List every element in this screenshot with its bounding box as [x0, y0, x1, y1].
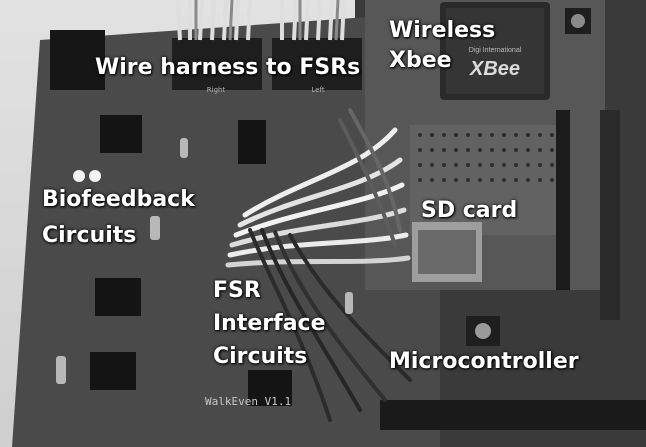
board-silkscreen: WalkEven V1.1: [205, 395, 291, 408]
proto-holes: [418, 133, 554, 182]
ic-fsr-bottom: [248, 370, 292, 406]
header-right: [172, 38, 262, 90]
led-indicators: [73, 170, 101, 182]
shield-header-right: [556, 110, 570, 290]
label-fsr-line-2: Interface: [213, 311, 326, 336]
label-biofeedback-circuits: Biofeedback Circuits: [42, 182, 195, 254]
arduino-header-right: [600, 110, 620, 320]
ic-biofeedback-mid: [95, 278, 141, 316]
label-microcontroller: Microcontroller: [389, 349, 579, 374]
power-jack: [50, 30, 105, 90]
label-fsr-line-3: Circuits: [213, 344, 308, 369]
label-xbee-line-1: Wireless: [389, 18, 496, 43]
reset-button-cap: [571, 14, 585, 28]
xbee-logo-text: XBee: [469, 58, 520, 80]
arduino-reset-cap: [475, 323, 491, 339]
label-xbee-line-2: Xbee: [389, 48, 452, 73]
ic-fsr-top: [238, 120, 266, 164]
header-left: [272, 38, 362, 90]
ic-biofeedback-top: [100, 115, 142, 153]
label-wireless-xbee: Wireless Xbee: [389, 16, 495, 76]
passive-components: [56, 138, 353, 384]
label-bio-line-1: Biofeedback: [42, 187, 195, 212]
harness-wires: [176, 0, 346, 41]
ic-biofeedback-bottom: [90, 352, 136, 390]
harness-wires-dark: [194, 0, 340, 41]
label-wire-harness: Wire harness to FSRs: [95, 55, 361, 80]
label-bio-line-2: Circuits: [42, 223, 137, 248]
header-right-text: Right: [207, 86, 226, 94]
sd-card-body: [418, 230, 476, 274]
arduino-bottom-header: [380, 400, 646, 430]
xbee-maker-text: Digi International: [469, 47, 522, 54]
xbee-module-top: [446, 8, 544, 94]
jumper-wires: [225, 108, 412, 422]
label-fsr-line-1: FSR: [213, 278, 261, 303]
header-left-text: Left: [311, 86, 324, 94]
label-fsr-interface: FSR Interface Circuits: [213, 274, 326, 373]
label-sd-card: SD card: [421, 198, 518, 223]
